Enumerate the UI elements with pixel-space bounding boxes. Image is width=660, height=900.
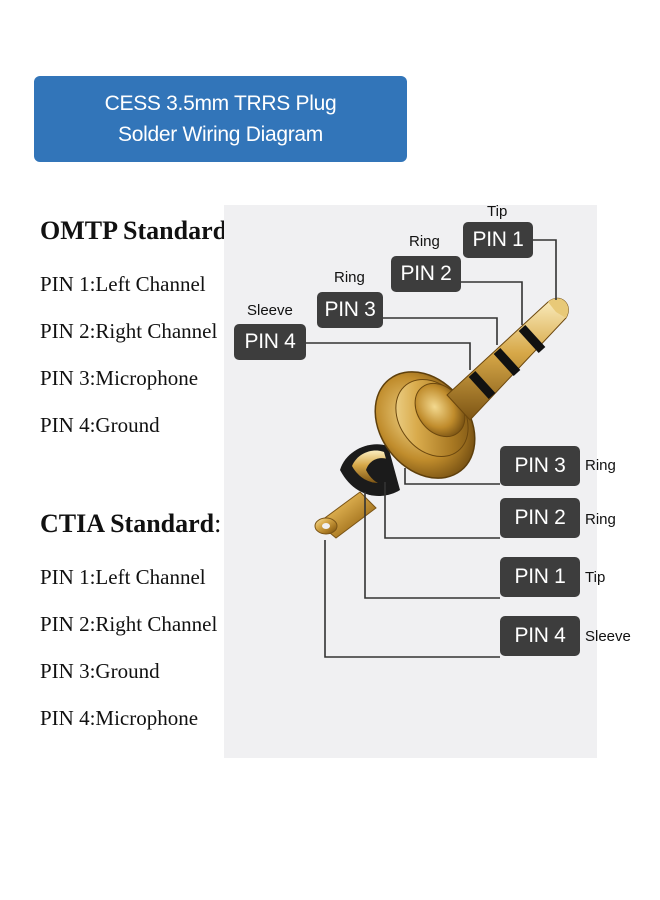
omtp-title: OMTP Standard: — [40, 216, 234, 245]
top-pin-3-box: PIN 3 — [317, 292, 383, 328]
ctia-pin-3: PIN 3:Ground — [40, 659, 160, 683]
ctia-pin-4: PIN 4:Microphone — [40, 706, 199, 730]
solder-tab — [314, 491, 377, 539]
title-banner: CESS 3.5mm TRRS Plug Solder Wiring Diagr… — [34, 76, 407, 162]
bottom-pin-2-box: PIN 2 — [500, 498, 580, 538]
top-pin-2-type: Ring — [409, 233, 440, 250]
top-pin-4-type: Sleeve — [247, 302, 293, 319]
omtp-pin-2: PIN 2:Right Channel — [40, 319, 218, 343]
top-pin-4-box: PIN 4 — [234, 324, 306, 360]
bottom-pin-1-type: Tip — [585, 569, 606, 586]
bottom-pin-2-type: Ring — [585, 511, 616, 528]
ctia-pin-2: PIN 2:Right Channel — [40, 612, 218, 636]
omtp-pin-3: PIN 3:Microphone — [40, 366, 199, 390]
bottom-pin-1-box: PIN 1 — [500, 557, 580, 597]
omtp-pin-4: PIN 4:Ground — [40, 413, 160, 437]
ctia-pin-1: PIN 1:Left Channel — [40, 565, 206, 589]
bottom-pin-3-box: PIN 3 — [500, 446, 580, 486]
title-line-2: Solder Wiring Diagram — [118, 123, 323, 146]
top-pin-3-type: Ring — [334, 269, 365, 286]
bottom-pin-4-type: Sleeve — [585, 628, 631, 645]
ctia-title: CTIA Standard: — [40, 509, 222, 538]
top-pin-2-box: PIN 2 — [391, 256, 461, 292]
bottom-pin-4-box: PIN 4 — [500, 616, 580, 656]
omtp-pin-1: PIN 1:Left Channel — [40, 272, 206, 296]
title-line-1: CESS 3.5mm TRRS Plug — [104, 92, 337, 115]
connector-lines — [306, 239, 557, 658]
top-pin-1-box: PIN 1 — [463, 222, 533, 258]
bottom-pin-3-type: Ring — [585, 457, 616, 474]
plug-shaft — [446, 297, 569, 421]
top-pin-1-type: Tip — [487, 203, 508, 220]
